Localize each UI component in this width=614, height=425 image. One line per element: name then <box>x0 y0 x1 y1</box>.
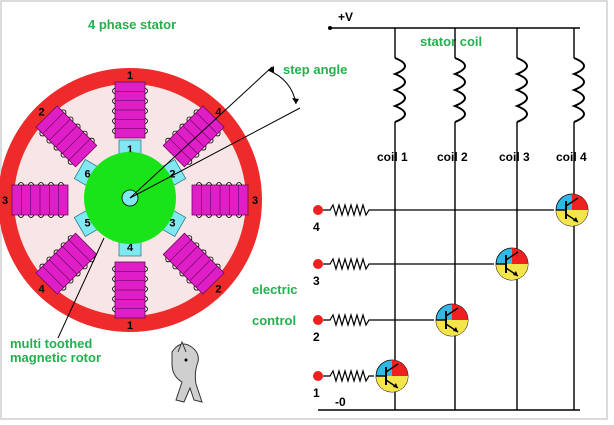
control-channel: 4 <box>313 140 589 410</box>
stator-pole: 2 <box>35 105 98 168</box>
stator-pole: 3 <box>2 182 69 218</box>
coil-label: coil 3 <box>499 150 530 164</box>
stator-pole: 1 <box>112 70 148 139</box>
rotor-pointer-line <box>57 237 105 339</box>
ground-label: -0 <box>335 395 346 409</box>
stator-pole: 2 <box>162 232 225 295</box>
title-label: 4 phase stator <box>88 17 176 32</box>
control-channel: 2 <box>313 140 469 410</box>
stator-pole: 3 <box>191 182 258 218</box>
stator-pole: 4 <box>35 232 98 295</box>
stator-motor: 1 4 3 2 1 4 3 2 1 2 3 4 5 6 <box>0 68 262 332</box>
step-angle-line-1 <box>129 66 273 199</box>
stator-pole-label: 1 <box>127 70 133 82</box>
coil-label: coil 2 <box>437 150 468 164</box>
step-angle-arrow-start <box>268 66 274 73</box>
driver-circuit: +V stator coil -0 electric control coil … <box>252 10 589 411</box>
rotor-tooth-label: 3 <box>169 218 175 230</box>
rotor-label-line1: multi toothed <box>10 336 92 351</box>
input-number: 1 <box>313 386 320 400</box>
supply-label: +V <box>338 10 353 24</box>
stator-pole-label: 2 <box>39 107 45 119</box>
supply-terminal <box>328 26 332 30</box>
transistor <box>555 193 589 227</box>
step-angle-label: step angle <box>283 62 347 77</box>
transistor <box>375 359 409 393</box>
resistor <box>323 368 374 384</box>
rotor-tooth-label: 1 <box>127 144 133 156</box>
input-number: 3 <box>313 274 320 288</box>
coil-label: coil 1 <box>377 150 408 164</box>
stator-pole: 4 <box>162 105 225 168</box>
stator-pole-label: 4 <box>39 283 46 295</box>
rotor-tooth-label: 6 <box>85 169 91 181</box>
channels: 4 3 2 1 <box>313 140 589 410</box>
coil: coil 4 <box>556 28 587 164</box>
input-terminal <box>313 371 323 381</box>
input-terminal <box>313 259 323 269</box>
rotor-tooth-label: 5 <box>85 218 91 230</box>
stator-coil-label: stator coil <box>420 34 482 49</box>
stator-pole-label: 3 <box>252 195 258 207</box>
rotor-label-line2: magnetic rotor <box>10 350 101 365</box>
coil: coil 2 <box>437 28 468 164</box>
electric-label: electric <box>252 282 298 297</box>
resistor <box>323 256 494 272</box>
stator-pole-label: 3 <box>2 195 8 207</box>
control-label: control <box>252 313 296 328</box>
rotor-tooth-label: 4 <box>127 242 134 254</box>
transistor <box>495 247 529 281</box>
coil-label: coil 4 <box>556 150 587 164</box>
control-channel: 3 <box>313 140 529 410</box>
input-terminal <box>313 205 323 215</box>
coil: coil 3 <box>499 28 530 164</box>
input-number: 4 <box>313 220 320 234</box>
stator-pole-label: 2 <box>215 283 221 295</box>
step-angle-line-2 <box>129 107 301 199</box>
stator-pole-label: 1 <box>127 320 133 332</box>
input-number: 2 <box>313 330 320 344</box>
stator-pole: 1 <box>112 261 148 332</box>
coil: coil 1 <box>377 28 408 164</box>
step-angle-arrow-end <box>292 98 299 104</box>
resistor <box>323 312 434 328</box>
stator-poles: 1 4 3 2 1 4 3 2 <box>2 70 258 332</box>
coils: coil 1 coil 2 coil 3 coil 4 <box>377 28 587 164</box>
input-terminal <box>313 315 323 325</box>
control-channel: 1 <box>313 140 409 410</box>
rotor-tooth-label: 2 <box>169 169 175 181</box>
transistor <box>435 303 469 337</box>
cartoon-coyote <box>171 340 203 403</box>
resistor <box>323 202 554 218</box>
stator-pole-label: 4 <box>215 107 222 119</box>
